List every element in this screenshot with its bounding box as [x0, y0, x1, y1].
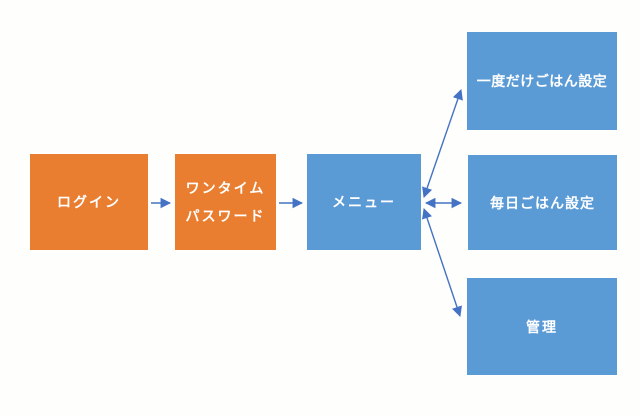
arrow-menu-admin: [422, 208, 462, 317]
node-admin-label: 管理: [526, 318, 558, 335]
node-once-meal-setting-label: 一度だけごはん設定: [476, 73, 608, 89]
node-daily-meal-setting: 毎日ごはん設定: [468, 155, 617, 250]
node-admin: 管理: [467, 278, 617, 375]
node-menu-label: メニュー: [332, 194, 396, 210]
node-login-label: ログイン: [57, 194, 121, 210]
node-login: ログイン: [30, 154, 148, 250]
node-one-time-password-label: ワンタイム パスワード: [185, 180, 266, 224]
node-menu: メニュー: [307, 154, 421, 250]
node-daily-meal-setting-label: 毎日ごはん設定: [490, 194, 595, 211]
node-one-time-password: ワンタイム パスワード: [175, 154, 276, 250]
node-once-meal-setting: 一度だけごはん設定: [467, 32, 617, 130]
arrow-menu-once-meal: [422, 89, 463, 198]
